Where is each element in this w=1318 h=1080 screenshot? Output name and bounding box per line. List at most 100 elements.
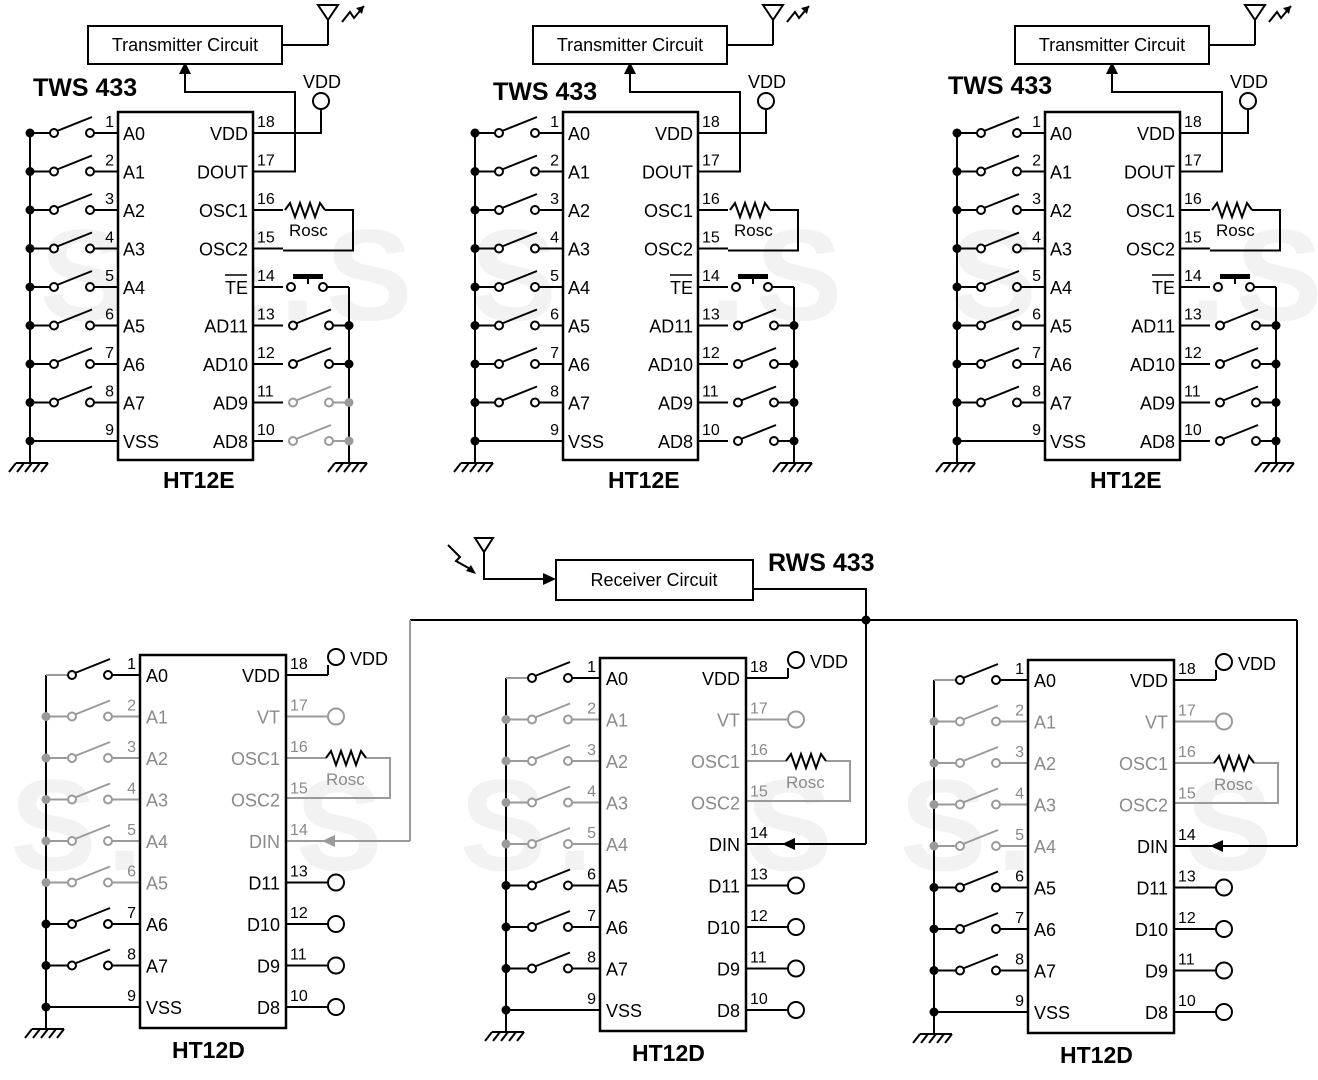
chip-name: HT12E bbox=[1090, 467, 1162, 493]
switch-contact bbox=[85, 205, 95, 215]
switch-contact bbox=[527, 797, 537, 808]
junction-dot bbox=[501, 756, 511, 766]
junction-dot bbox=[25, 282, 35, 292]
ground-hatch bbox=[516, 1031, 525, 1042]
ground-hatch bbox=[343, 462, 352, 473]
switch-contact bbox=[955, 799, 965, 810]
pin-number: 15 bbox=[1184, 230, 1202, 247]
junction-dot bbox=[952, 167, 962, 176]
chip-name: HT12E bbox=[608, 467, 680, 493]
junction-dot bbox=[1271, 321, 1281, 330]
switch-contact bbox=[991, 882, 1001, 893]
switch-lever bbox=[534, 910, 571, 926]
switch-contact bbox=[103, 753, 113, 763]
pin-number: 3 bbox=[1032, 191, 1041, 208]
pin-number: 6 bbox=[587, 867, 596, 884]
ht12e-chip bbox=[116, 110, 255, 462]
pin-label: A6 bbox=[146, 915, 168, 935]
switch-icon bbox=[955, 870, 1001, 893]
switch-contact bbox=[976, 243, 986, 254]
switch-contact bbox=[49, 128, 59, 138]
ground-hatch bbox=[492, 1031, 501, 1042]
ht12d-chip bbox=[138, 653, 288, 1030]
pin-number: 18 bbox=[257, 114, 275, 131]
pin-label: A2 bbox=[606, 752, 628, 772]
osc-wire bbox=[746, 760, 851, 802]
ground-hatch bbox=[804, 462, 813, 473]
pin-number: 8 bbox=[1015, 952, 1024, 969]
pin-label: VDD bbox=[1137, 124, 1175, 144]
switch-icon bbox=[494, 347, 540, 369]
switch-contact bbox=[288, 397, 298, 408]
switch-icon bbox=[67, 907, 113, 929]
switch-contact bbox=[67, 877, 77, 888]
pin-number: 15 bbox=[290, 781, 308, 798]
junction-dot bbox=[344, 436, 354, 446]
switch-icon bbox=[67, 865, 113, 888]
vdd-wire bbox=[283, 109, 322, 134]
pin-number: 3 bbox=[1015, 744, 1024, 761]
switch-icon bbox=[67, 948, 113, 971]
ground-hatch bbox=[1278, 462, 1287, 473]
junction-dot bbox=[501, 922, 511, 932]
ground-hatch bbox=[912, 1033, 921, 1044]
pin-number: 9 bbox=[105, 422, 114, 439]
switch-lever bbox=[74, 741, 111, 757]
switch-icon bbox=[955, 953, 1001, 976]
junction-dot bbox=[952, 398, 962, 407]
pin-label: A4 bbox=[1034, 837, 1056, 857]
switch-contact bbox=[1012, 282, 1022, 292]
pin-label: A5 bbox=[1050, 317, 1072, 337]
ground-hatch bbox=[1262, 462, 1271, 473]
resistor-icon bbox=[1213, 753, 1255, 773]
junction-dot bbox=[25, 205, 35, 215]
pin-number: 1 bbox=[587, 659, 596, 676]
switch-contact bbox=[1012, 243, 1022, 254]
pin-label: AD9 bbox=[213, 394, 248, 414]
switch-contact bbox=[494, 243, 504, 254]
switch-lever bbox=[1222, 424, 1259, 440]
button-contact bbox=[286, 282, 296, 292]
junction-dot bbox=[344, 359, 354, 369]
pin-label: A3 bbox=[1034, 796, 1056, 816]
pin-label: DOUT bbox=[642, 163, 693, 183]
switch-contact bbox=[563, 673, 573, 683]
pin-label: VSS bbox=[123, 432, 159, 452]
radio-wave bbox=[786, 5, 810, 23]
switch-contact bbox=[563, 839, 573, 849]
pin-label: A6 bbox=[568, 355, 590, 375]
switch-icon bbox=[527, 744, 573, 766]
resistor-icon bbox=[1211, 200, 1253, 220]
switch-icon bbox=[494, 385, 540, 408]
switch-icon bbox=[494, 270, 540, 292]
switch-icon bbox=[955, 787, 1001, 810]
switch-contact bbox=[1012, 166, 1022, 177]
switch-icon bbox=[1215, 385, 1261, 408]
pin-number: 12 bbox=[1184, 345, 1202, 362]
ground-hatch bbox=[16, 462, 25, 473]
pin-number: 13 bbox=[1184, 307, 1202, 324]
pin-label: DIN bbox=[709, 835, 740, 855]
switch-contact bbox=[67, 711, 77, 722]
arrow-up-icon bbox=[624, 62, 636, 74]
pin-label: OSC2 bbox=[199, 240, 248, 260]
pin-number: 4 bbox=[587, 784, 596, 801]
switch-icon bbox=[976, 193, 1022, 215]
pin-label: D9 bbox=[257, 957, 280, 977]
pin-number: 17 bbox=[1178, 703, 1196, 720]
ground-hatch bbox=[951, 462, 960, 473]
switch-contact bbox=[288, 436, 298, 446]
switch-lever bbox=[983, 347, 1020, 363]
osc-wire bbox=[286, 757, 391, 799]
pin-number: 15 bbox=[1178, 786, 1196, 803]
pin-label: VDD bbox=[242, 666, 280, 686]
switch-contact bbox=[288, 320, 298, 331]
junction-dot bbox=[25, 244, 35, 253]
transmitter-label: Transmitter Circuit bbox=[1039, 35, 1185, 55]
pin-number: 1 bbox=[127, 656, 136, 673]
switch-contact bbox=[733, 397, 743, 408]
pin-label: OSC1 bbox=[1126, 201, 1175, 221]
ht12e-chip bbox=[561, 110, 700, 462]
vdd-label: VDD bbox=[810, 652, 848, 672]
switch-lever bbox=[534, 785, 571, 802]
